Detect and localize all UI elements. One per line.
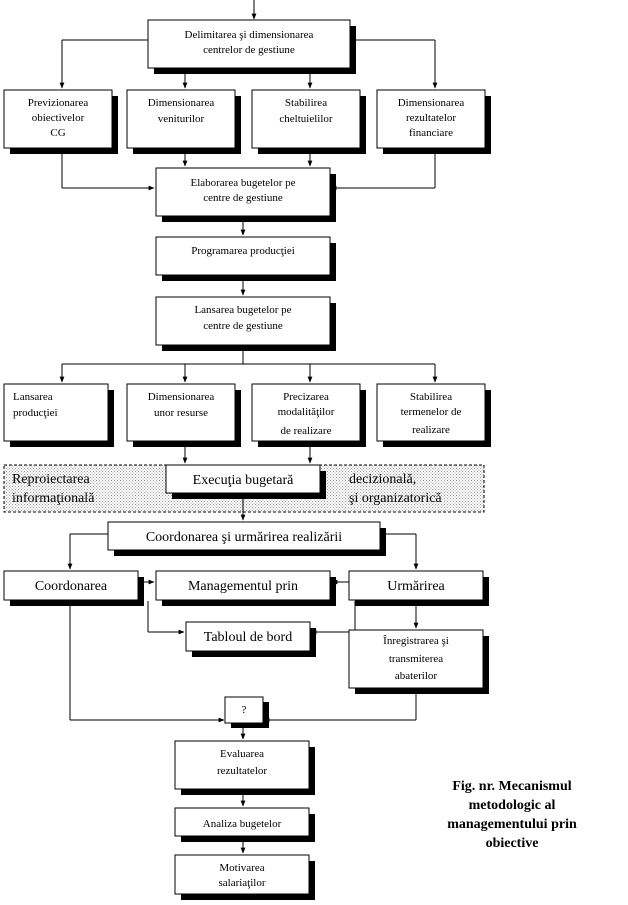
node-analiza-bugetelor: Analiza bugetelor bbox=[174, 807, 315, 842]
node-label: Previzionarea bbox=[28, 97, 89, 109]
node-label: modalităţilor bbox=[278, 406, 335, 418]
node-dimensionarea-rezultatelor: Dimensionarea rezultatelor financiare bbox=[376, 89, 491, 154]
node-label: unor resurse bbox=[154, 407, 208, 419]
node-dimensionarea-resurse: Dimensionarea unor resurse bbox=[126, 383, 241, 447]
node-managementul: Managementul prin bbox=[155, 570, 336, 606]
node-label: transmiterea bbox=[389, 653, 443, 665]
node-label: de realizare bbox=[281, 425, 332, 437]
reprojection-label: informaţională bbox=[12, 491, 95, 506]
node-label: veniturilor bbox=[158, 113, 205, 125]
node-evaluarea-rezultatelor: Evaluarea rezultatelor bbox=[174, 740, 315, 795]
node-label: cheltuielilor bbox=[279, 113, 332, 125]
node-elaborarea-bugetelor: Elaborarea bugetelor pe centre de gestiu… bbox=[155, 167, 336, 222]
node-label: Coordonarea bbox=[35, 579, 108, 594]
node-label: Dimensionarea bbox=[148, 391, 215, 403]
node-executia-bugetara: Execuţia bugetară bbox=[165, 464, 326, 499]
node-label: Precizarea bbox=[283, 391, 329, 403]
node-label: Managementul prin bbox=[188, 579, 298, 594]
caption-line: metodologic al bbox=[469, 798, 556, 813]
caption-line: managementului prin bbox=[447, 817, 577, 832]
caption-line: obiective bbox=[486, 836, 539, 851]
node-label: Dimensionarea bbox=[148, 97, 215, 109]
node-delimitarea: Delimitarea şi dimensionarea centrelor d… bbox=[147, 19, 356, 74]
node-precizarea-modalitatilor: Precizarea modalităţilor de realizare bbox=[251, 383, 366, 447]
node-label: rezultatelor bbox=[217, 765, 267, 777]
node-stabilirea-cheltuielilor: Stabilirea cheltuielilor bbox=[251, 89, 366, 154]
node-label: financiare bbox=[409, 127, 453, 139]
reprojection-label: şi organizatorică bbox=[349, 491, 442, 506]
node-dimensionarea-veniturilor: Dimensionarea veniturilor bbox=[126, 89, 241, 154]
node-label: Dimensionarea bbox=[398, 97, 465, 109]
node-label: ? bbox=[242, 704, 247, 716]
node-label: Programarea producţiei bbox=[191, 245, 295, 257]
node-programarea-productiei: Programarea producţiei bbox=[155, 236, 336, 281]
node-label: Delimitarea şi dimensionarea bbox=[185, 29, 314, 41]
node-label: rezultatelor bbox=[406, 112, 456, 124]
node-label: producţiei bbox=[13, 407, 58, 419]
node-label: centre de gestiune bbox=[203, 320, 283, 332]
node-label: Execuţia bugetară bbox=[193, 473, 294, 488]
node-label: Stabilirea bbox=[410, 391, 452, 403]
node-question: ? bbox=[224, 696, 269, 728]
node-lansarea-productiei: Lansarea producţiei bbox=[3, 383, 114, 447]
node-label: salariaţilor bbox=[218, 877, 265, 889]
node-label: realizare bbox=[412, 424, 450, 436]
node-label: Elaborarea bugetelor pe bbox=[190, 177, 295, 189]
node-lansarea-bugetelor: Lansarea bugetelor pe centre de gestiune bbox=[155, 296, 336, 351]
node-label: centre de gestiune bbox=[203, 192, 283, 204]
node-label: abaterilor bbox=[395, 670, 437, 682]
node-label: obiectivelor bbox=[32, 112, 85, 124]
node-label: Tabloul de bord bbox=[204, 630, 292, 645]
node-label: Evaluarea bbox=[220, 748, 264, 760]
node-previzionarea: Previzionarea obiectivelor CG bbox=[3, 89, 118, 154]
node-label: Înregistrarea şi bbox=[383, 635, 449, 647]
node-coordonarea-urmarirea: Coordonarea şi urmărirea realizării bbox=[107, 521, 386, 556]
node-coordonarea: Coordonarea bbox=[3, 570, 144, 606]
node-urmarirea: Urmărirea bbox=[348, 570, 489, 606]
figure-caption: Fig. nr. Mecanismul metodologic al manag… bbox=[447, 779, 577, 851]
node-label: Coordonarea şi urmărirea realizării bbox=[146, 530, 342, 545]
node-stabilirea-termenelor: Stabilirea termenelor de realizare bbox=[376, 383, 491, 447]
reprojection-label: Reproiectarea bbox=[12, 472, 91, 487]
node-inregistrarea-abaterilor: Înregistrarea şi transmiterea abaterilor bbox=[348, 629, 489, 694]
node-label: Motivarea bbox=[219, 862, 264, 874]
node-label: Stabilirea bbox=[285, 97, 327, 109]
caption-line: Fig. nr. Mecanismul bbox=[452, 779, 571, 794]
node-label: Lansarea bbox=[13, 391, 53, 403]
node-label: Urmărirea bbox=[387, 579, 445, 594]
node-label: CG bbox=[50, 127, 65, 139]
reprojection-label: decizională, bbox=[349, 472, 416, 487]
node-label: termenelor de bbox=[401, 406, 462, 418]
node-label: Analiza bugetelor bbox=[203, 818, 282, 830]
node-label: centrelor de gestiune bbox=[203, 44, 295, 56]
node-motivarea-salariatilor: Motivarea salariaţilor bbox=[174, 854, 315, 900]
node-tabloul-de-bord: Tabloul de bord bbox=[185, 621, 316, 657]
connectors bbox=[59, 0, 438, 854]
node-label: Lansarea bugetelor pe bbox=[194, 304, 291, 316]
